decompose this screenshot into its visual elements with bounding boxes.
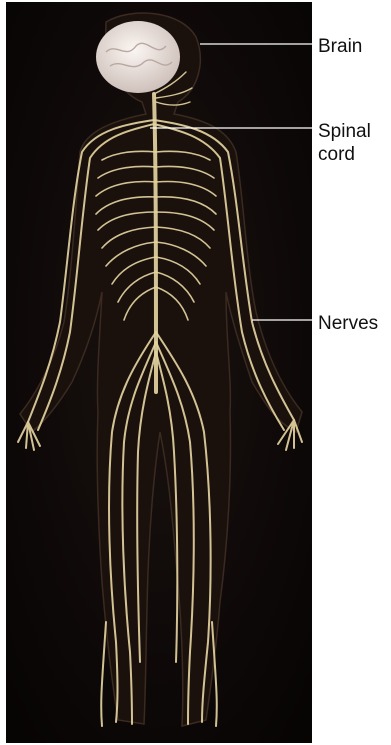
label-nerves: Nerves bbox=[318, 312, 378, 335]
label-spinal-cord: Spinal cord bbox=[318, 120, 371, 166]
nervous-system-illustration bbox=[6, 2, 312, 743]
label-brain: Brain bbox=[318, 35, 362, 58]
brain-shape bbox=[96, 21, 180, 93]
